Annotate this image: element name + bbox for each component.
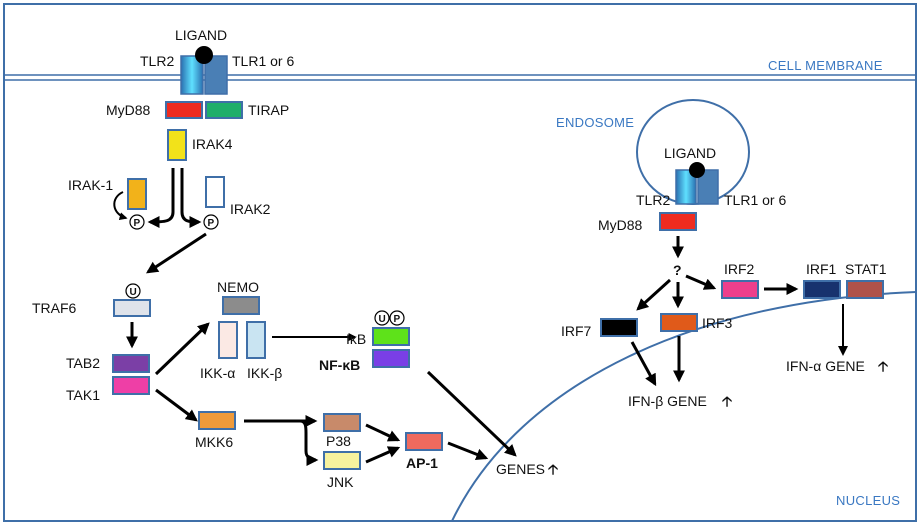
ligand-right-label: LIGAND [664,145,716,161]
phospho-circle-3 [389,310,405,326]
irf7-box [600,318,638,337]
stat1-label: STAT1 [845,261,887,277]
irak4-label: IRAK4 [192,136,233,152]
endosome-label: ENDOSOME [556,115,634,130]
myd88-right-label: MyD88 [598,217,643,233]
p38-to-ap1-arrow [365,423,401,442]
ap1-box [405,432,443,451]
mkk6-box [198,411,236,430]
tak1-to-mkk6-arrow [155,388,198,422]
irak4-to-irak1-arrow [147,168,175,228]
irak1-label: IRAK-1 [68,177,113,193]
p38-box [323,413,361,432]
irf2-label: IRF2 [724,261,755,277]
ifn-beta-gene-label: IFN-β GENE [628,393,707,409]
tlr1-right-label: TLR1 or 6 [724,192,786,208]
ubiq-circle-2 [374,310,390,326]
irf1-box [803,280,841,299]
irf1-label: IRF1 [806,261,837,277]
tlr2-right-label: TLR2 [636,192,670,208]
ubiq-label-1: U [130,287,137,298]
mkk6-label: MKK6 [195,434,233,450]
question-to-irf2-arrow [685,274,717,290]
genes-label: GENES [496,461,545,477]
traf6-box [113,299,151,317]
outer-frame [3,3,917,522]
irf7-label: IRF7 [561,323,592,339]
nfkb-box [372,349,410,368]
nucleus-boundary [451,291,917,522]
irak4-to-irak2-arrow [180,168,202,228]
tlr1-left-label: TLR1 or 6 [232,53,294,69]
irak2-label: IRAK2 [230,201,271,217]
phospho-label-3: P [394,314,401,325]
tak1-label: TAK1 [66,387,100,403]
myd88-left-label: MyD88 [106,102,151,118]
genes-up-arrow-icon: 🡡 [548,461,558,477]
irak2-box [205,176,225,208]
tlr2-left-receptor [180,55,204,95]
jnk-box [323,451,361,470]
ikk-alpha-box [218,321,238,359]
nfkb-label: NF-κB [319,357,360,373]
ikb-box [372,327,410,346]
ikk-beta-label: IKK-β [247,365,282,381]
cell-membrane-label: CELL MEMBRANE [768,58,883,73]
traf6-label: TRAF6 [32,300,77,316]
tab2-box [112,354,150,373]
ligand-left-ball [195,46,213,64]
irf7-to-ifn-beta-arrow [630,341,657,387]
tlr2-left-label: TLR2 [140,53,174,69]
unknown-mediator-label: ? [673,262,682,278]
ligand-right-ball [689,162,705,178]
irf3-box [660,313,698,332]
phospho-circle-1 [129,214,145,230]
ap1-to-genes-arrow [447,441,489,461]
ap1-label: AP-1 [406,455,438,471]
tirap-box [205,101,243,119]
ubiq-label-2: U [379,314,386,325]
tlr2-right-receptor [675,169,697,205]
ifn-alpha-up-arrow-icon: 🡡 [878,358,888,374]
irak2-to-traf6-arrow [145,232,207,274]
phospho-label-1: P [134,218,141,229]
myd88-left-box [165,101,203,119]
tlr1-right-receptor [697,169,719,205]
nemo-box [222,296,260,315]
irak4-box [167,129,187,161]
question-to-irf7-arrow [636,278,672,311]
ubiq-circle-1 [125,283,141,299]
tak1-box [112,376,150,395]
irf2-box [721,280,759,299]
p38-label: P38 [326,433,351,449]
ifn-alpha-gene-label: IFN-α GENE [786,358,865,374]
tab2-label: TAB2 [66,355,100,371]
nucleus-label: NUCLEUS [836,493,900,508]
ikb-label: IκB [346,331,366,347]
ligand-left-label: LIGAND [175,27,227,43]
tlr1-left-receptor [204,55,228,95]
stat1-box [846,280,884,299]
jnk-label: JNK [327,474,354,490]
irak1-autophospho-arrow [113,191,128,221]
nemo-label: NEMO [217,279,259,295]
phospho-circle-2 [203,214,219,230]
phospho-label-2: P [208,218,215,229]
jnk-to-ap1-arrow [365,446,401,464]
irak1-box [127,178,147,210]
tak1-to-ikk-arrow [154,322,210,376]
ikk-beta-box [246,321,266,359]
ifn-beta-up-arrow-icon: 🡡 [722,393,732,409]
ikk-alpha-label: IKK-α [200,365,235,381]
tirap-label: TIRAP [248,102,289,118]
irf3-label: IRF3 [702,315,733,331]
myd88-right-box [659,212,697,231]
nfkb-to-genes-arrow [426,370,517,457]
